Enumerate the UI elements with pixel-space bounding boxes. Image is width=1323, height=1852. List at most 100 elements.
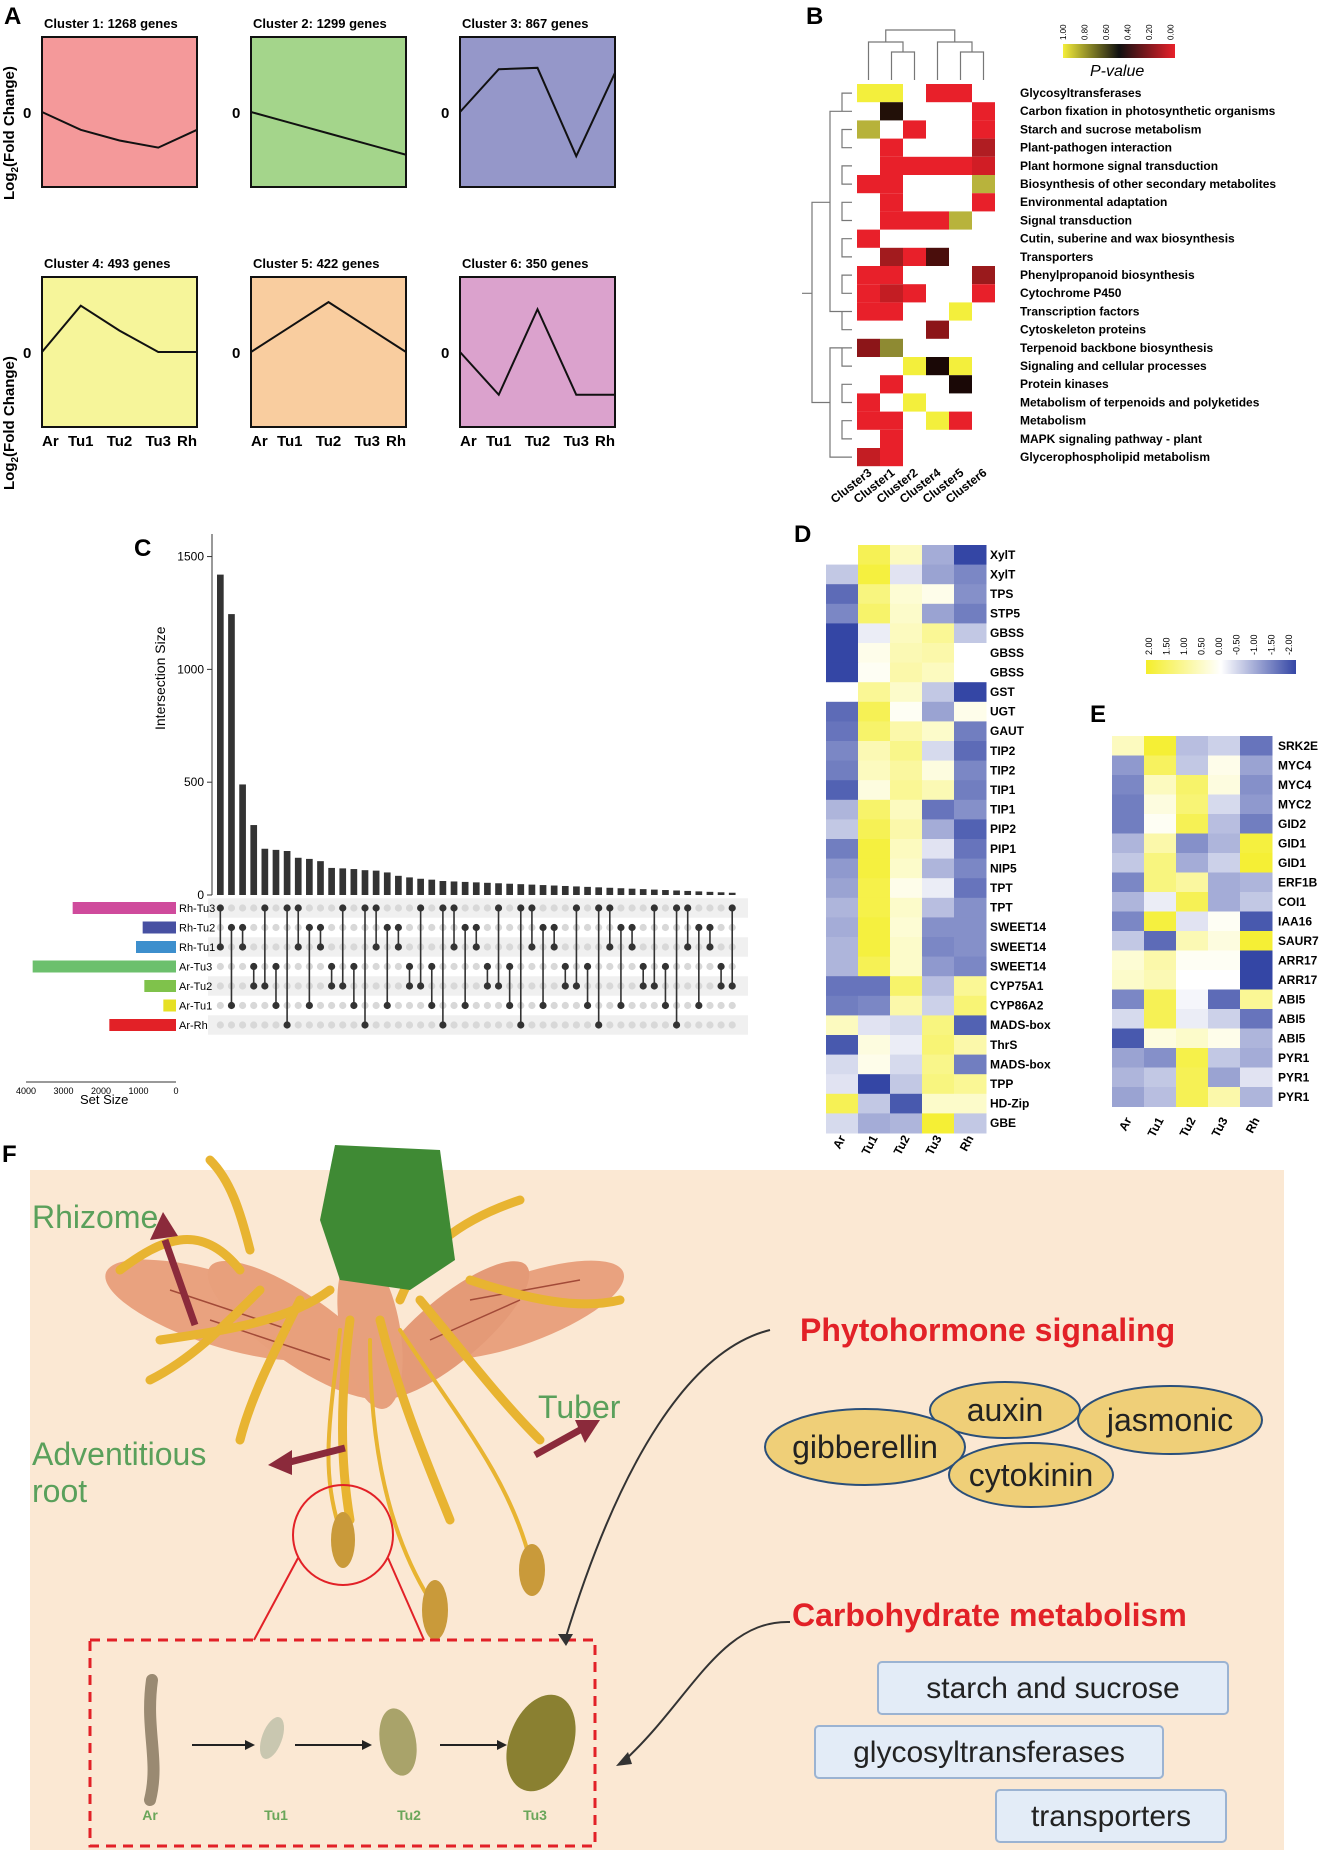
hormone-heatmap-cell xyxy=(1176,1087,1209,1107)
gene-heatmap-cell xyxy=(858,839,891,860)
x-tick-6-Rh: Rh xyxy=(595,433,615,450)
kegg-cell xyxy=(857,448,880,467)
kegg-cell xyxy=(880,138,903,157)
panel-a-cluster-trends: Log2(Fold Change) Log2(Fold Change) Clus… xyxy=(1,16,616,490)
set-size-tick: 2000 xyxy=(91,1086,111,1096)
tuber-label: Tuber xyxy=(538,1389,621,1425)
intersection-bar xyxy=(250,825,258,895)
set-name-label: Rh-Tu1 xyxy=(179,942,215,954)
hormone-heatmap-col-label: Tu3 xyxy=(1209,1115,1231,1140)
intersection-bar xyxy=(728,892,736,895)
intersection-bar xyxy=(695,891,703,895)
kegg-row-label: Starch and sucrose metabolism xyxy=(1020,122,1201,136)
intersection-bar xyxy=(506,883,513,895)
hormone-heatmap-cell xyxy=(1144,1087,1177,1107)
hormone-heatmap-cell xyxy=(1208,1087,1241,1107)
hormone-heatmap-cell xyxy=(1240,1009,1273,1029)
kegg-row-label: Environmental adaptation xyxy=(1020,195,1167,209)
matrix-dot-inactive xyxy=(272,1021,280,1029)
gene-heatmap-cell xyxy=(922,780,955,801)
gene-heatmap-cell xyxy=(890,976,923,997)
kegg-row-label: Phenylpropanoid biosynthesis xyxy=(1020,268,1195,282)
gene-heatmap-cell xyxy=(922,564,955,585)
gene-heatmap-cell xyxy=(890,1113,923,1134)
hormone-heatmap-cell xyxy=(1240,775,1273,795)
gene-heatmap-row-label: PIP2 xyxy=(990,822,1016,836)
matrix-dot-inactive xyxy=(494,1001,503,1010)
matrix-dot-inactive xyxy=(250,923,258,932)
gene-heatmap-cell xyxy=(954,897,987,918)
kegg-cell xyxy=(857,266,880,285)
matrix-dot-inactive xyxy=(450,982,458,990)
intersection-bar xyxy=(383,872,391,895)
gene-heatmap-cell xyxy=(826,1035,859,1056)
kegg-cell xyxy=(880,211,903,230)
gene-heatmap-cell xyxy=(858,1035,891,1056)
matrix-dot-inactive xyxy=(405,1021,414,1029)
intersection-bar xyxy=(484,882,491,895)
hormone-heatmap-cell xyxy=(1208,1067,1241,1088)
panel-letter-e: E xyxy=(1090,701,1106,728)
matrix-dot-inactive xyxy=(216,1001,224,1010)
zero-label-4: 0 xyxy=(23,345,31,362)
intersection-bar xyxy=(417,878,424,895)
hormone-heatmap-cell xyxy=(1144,911,1177,932)
matrix-dot-inactive xyxy=(461,904,469,912)
gene-heatmap-row-label: TPT xyxy=(990,901,1013,915)
gene-heatmap-cell xyxy=(954,976,987,997)
matrix-dot-inactive xyxy=(372,962,380,971)
kegg-cell xyxy=(903,211,926,230)
matrix-dot-inactive xyxy=(316,962,325,971)
gene-heatmap-cell xyxy=(890,741,923,762)
kegg-row-label: Transcription factors xyxy=(1020,304,1140,318)
gene-heatmap-cell xyxy=(922,858,955,879)
carb-box-3 xyxy=(995,1789,1227,1843)
zoom-line-right xyxy=(387,1557,425,1641)
kegg-cell xyxy=(949,357,972,376)
cluster-title-2: Cluster 2: 1299 genes xyxy=(253,16,387,31)
kegg-cell xyxy=(949,84,972,103)
intersection-bar xyxy=(662,890,669,895)
matrix-dot-inactive xyxy=(216,982,224,990)
hormone-heatmap-cell xyxy=(1112,814,1145,834)
carb-box-2 xyxy=(814,1725,1164,1779)
hormone-heatmap-cell xyxy=(1240,814,1273,834)
hormone-heatmap-cell xyxy=(1176,931,1209,951)
kegg-cell xyxy=(972,175,995,194)
gene-heatmap-cell xyxy=(826,1093,859,1114)
matrix-dot-inactive xyxy=(339,1021,347,1029)
kegg-cell xyxy=(926,84,949,103)
carbohydrate-title: Carbohydrate metabolism xyxy=(792,1597,1187,1633)
matrix-dot-inactive xyxy=(238,962,247,971)
hormone-heatmap-cell xyxy=(1112,853,1145,873)
intersection-bar xyxy=(584,886,591,895)
hormone-heatmap-cell xyxy=(1240,755,1273,776)
x-tick-4-Ar: Ar xyxy=(42,433,59,450)
hormone-heatmap-cell xyxy=(1240,1087,1273,1107)
kegg-cell xyxy=(949,302,972,321)
gene-heatmap-cell xyxy=(890,1074,923,1095)
kegg-row-dendrogram xyxy=(802,92,852,458)
hormone-label-cytokinin: cytokinin xyxy=(969,1457,1094,1493)
matrix-dot-inactive xyxy=(405,1001,414,1010)
kegg-cell xyxy=(880,247,903,266)
intersection-bar xyxy=(684,890,692,895)
gene-heatmap-cell xyxy=(954,858,987,879)
matrix-dot-inactive xyxy=(728,1021,736,1029)
hormone-heatmap-cell xyxy=(1112,833,1145,854)
matrix-dot-inactive xyxy=(417,1001,425,1010)
matrix-dot-inactive xyxy=(572,1021,581,1029)
cluster-title-3: Cluster 3: 867 genes xyxy=(462,16,588,31)
kegg-cell xyxy=(903,120,926,139)
stage-label-Tu3: Tu3 xyxy=(523,1807,547,1823)
gene-heatmap-cell xyxy=(922,839,955,860)
kegg-cell xyxy=(880,102,903,121)
kegg-cell xyxy=(857,411,880,430)
expression-legend-tick: -1.50 xyxy=(1267,634,1277,655)
matrix-dot-inactive xyxy=(272,923,280,932)
expression-legend-bar xyxy=(1146,660,1296,674)
hormone-heatmap-col-label: Ar xyxy=(1116,1115,1135,1134)
hormone-heatmap-col-label: Rh xyxy=(1243,1115,1263,1136)
